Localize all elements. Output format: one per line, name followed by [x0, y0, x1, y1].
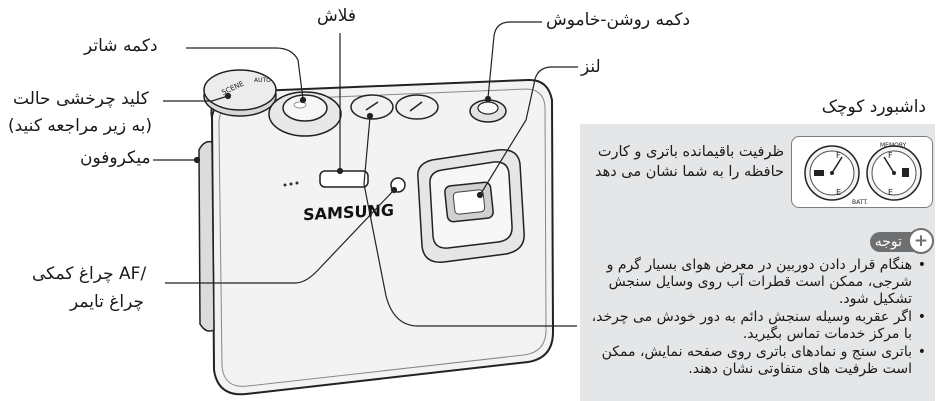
- svg-text:E: E: [888, 188, 893, 197]
- note-item: باتری سنج و نمادهای باتری روی صفحه نمایش…: [582, 344, 926, 378]
- label-shutter-button: دکمه شاتر: [84, 36, 158, 56]
- label-mode-dial: کلید چرخشی حالت: [13, 89, 149, 109]
- speaker-holes: [283, 181, 299, 187]
- dashboard-description: ظرفیت باقیمانده باتری و کارت حافظه را به…: [594, 144, 784, 180]
- label-flash: فلاش: [317, 6, 357, 26]
- notes-list: هنگام قرار دادن دوربین در معرض هوای بسیا…: [582, 257, 926, 379]
- svg-text:BATT.: BATT.: [852, 199, 868, 206]
- svg-text:F: F: [836, 151, 841, 160]
- memory-gauge-icon: MEMORY F E BATT.: [852, 142, 922, 206]
- note-badge: + توجه: [870, 228, 934, 254]
- svg-text:AUTO: AUTO: [254, 77, 271, 84]
- note-label: توجه: [874, 234, 902, 250]
- label-microphone: میکروفون: [80, 148, 151, 168]
- note-item: اگر عقربه وسیله سنجش دائم به دور خودش می…: [582, 309, 926, 343]
- label-mode-dial-note: (به زیر مراجعه کنید): [8, 116, 152, 136]
- mini-dashboard: [350, 94, 439, 120]
- label-af-lamp-line1: چراغ کمکی AF/: [32, 264, 147, 284]
- flash-window: [319, 170, 369, 188]
- lens-assembly: [417, 149, 525, 263]
- svg-text:MEMORY: MEMORY: [880, 142, 907, 149]
- dashboard-illustration: F E MEMORY F E BATT.: [791, 136, 933, 208]
- svg-text:F: F: [888, 151, 893, 160]
- label-af-lamp-line2: چراغ تایمر: [70, 292, 145, 312]
- label-lens: لنز: [581, 57, 601, 77]
- brand-logo: SAMSUNG: [303, 200, 394, 224]
- panel-title: داشبورد کوچک: [821, 97, 926, 117]
- shutter-button: [268, 91, 342, 137]
- power-button: [469, 99, 507, 123]
- plus-icon: +: [908, 228, 934, 254]
- side-grip: [198, 140, 215, 332]
- leader-lines: [153, 21, 578, 327]
- svg-text:E: E: [836, 188, 841, 197]
- label-power-button: دکمه روشن-خاموش: [546, 10, 691, 30]
- mode-dial: SCENE AUTO: [203, 69, 277, 117]
- battery-gauge-icon: F E: [804, 145, 860, 201]
- note-item: هنگام قرار دادن دوربین در معرض هوای بسیا…: [582, 257, 926, 308]
